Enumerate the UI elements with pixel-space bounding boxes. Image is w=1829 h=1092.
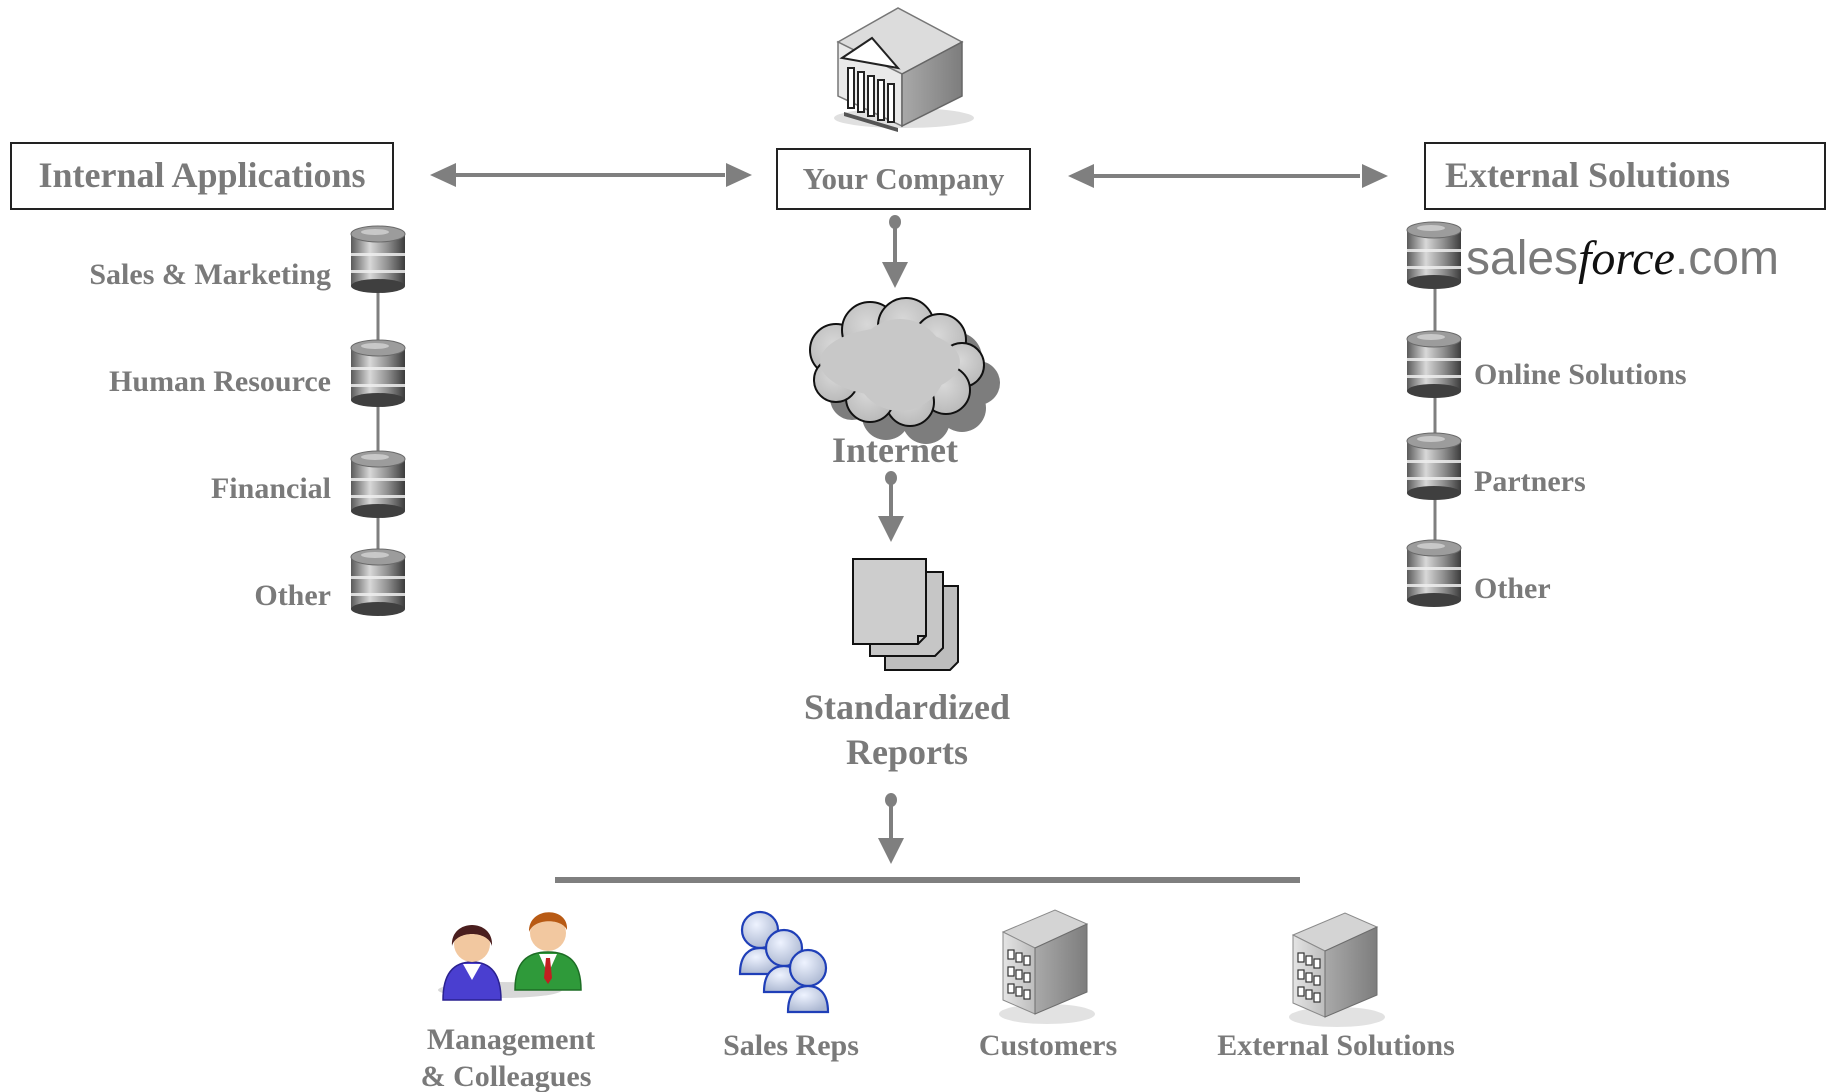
- internal-item-other: Other: [254, 579, 331, 612]
- sales-marketing-db-icon: [350, 225, 406, 294]
- other-external-db-icon: [1406, 539, 1462, 608]
- financial-db-icon: [350, 450, 406, 519]
- company-to-internet-arrow: [882, 215, 908, 288]
- internal-applications-box: [10, 142, 394, 210]
- internal-item-sales-marketing: Sales & Marketing: [89, 258, 331, 291]
- audience-sales-reps: Sales Reps: [723, 1029, 859, 1062]
- management-colleagues-icon: [438, 912, 582, 1001]
- online-solutions-db-icon: [1406, 330, 1462, 399]
- internal-item-human-resource: Human Resource: [109, 365, 331, 398]
- internet-label: Internet: [832, 430, 958, 470]
- customers-building-icon: [998, 909, 1096, 1025]
- reports-to-audience-arrow: [878, 793, 904, 864]
- reports-documents-icon: [852, 558, 959, 671]
- audience-management-line2: & Colleagues: [421, 1060, 592, 1092]
- your-company-label: Your Company: [803, 161, 1005, 196]
- internal-company-arrow: [430, 163, 752, 187]
- external-item-other: Other: [1474, 572, 1551, 605]
- your-company-box: [776, 148, 1031, 210]
- company-external-arrow: [1068, 164, 1388, 188]
- salesforce-db-icon: [1406, 221, 1462, 290]
- internal-applications-title: Internal Applications: [38, 155, 365, 195]
- svg-text:salesforce.com: salesforce.com: [1466, 232, 1779, 285]
- audience-customers: Customers: [979, 1029, 1117, 1062]
- internet-to-reports-arrow: [878, 471, 904, 542]
- external-solutions-building-icon: [1288, 912, 1386, 1028]
- external-solutions-box: [1424, 142, 1826, 210]
- internet-cloud-icon: [809, 297, 1000, 444]
- external-item-online-solutions: Online Solutions: [1474, 358, 1687, 391]
- reports-label-line1: Standardized: [804, 687, 1010, 727]
- company-building-icon: [834, 7, 974, 132]
- sales-reps-group-icon: [738, 910, 830, 1014]
- salesforce-logo: salesforce.com: [1466, 232, 1779, 285]
- partners-db-icon: [1406, 432, 1462, 501]
- external-solutions-title: External Solutions: [1445, 155, 1730, 195]
- reports-label-line2: Reports: [846, 732, 968, 772]
- external-item-partners: Partners: [1474, 465, 1586, 498]
- audience-external-solutions: External Solutions: [1217, 1029, 1455, 1062]
- audience-management-line1: Management: [427, 1023, 595, 1056]
- other-internal-db-icon: [350, 548, 406, 617]
- internal-item-financial: Financial: [211, 472, 331, 505]
- human-resource-db-icon: [350, 339, 406, 408]
